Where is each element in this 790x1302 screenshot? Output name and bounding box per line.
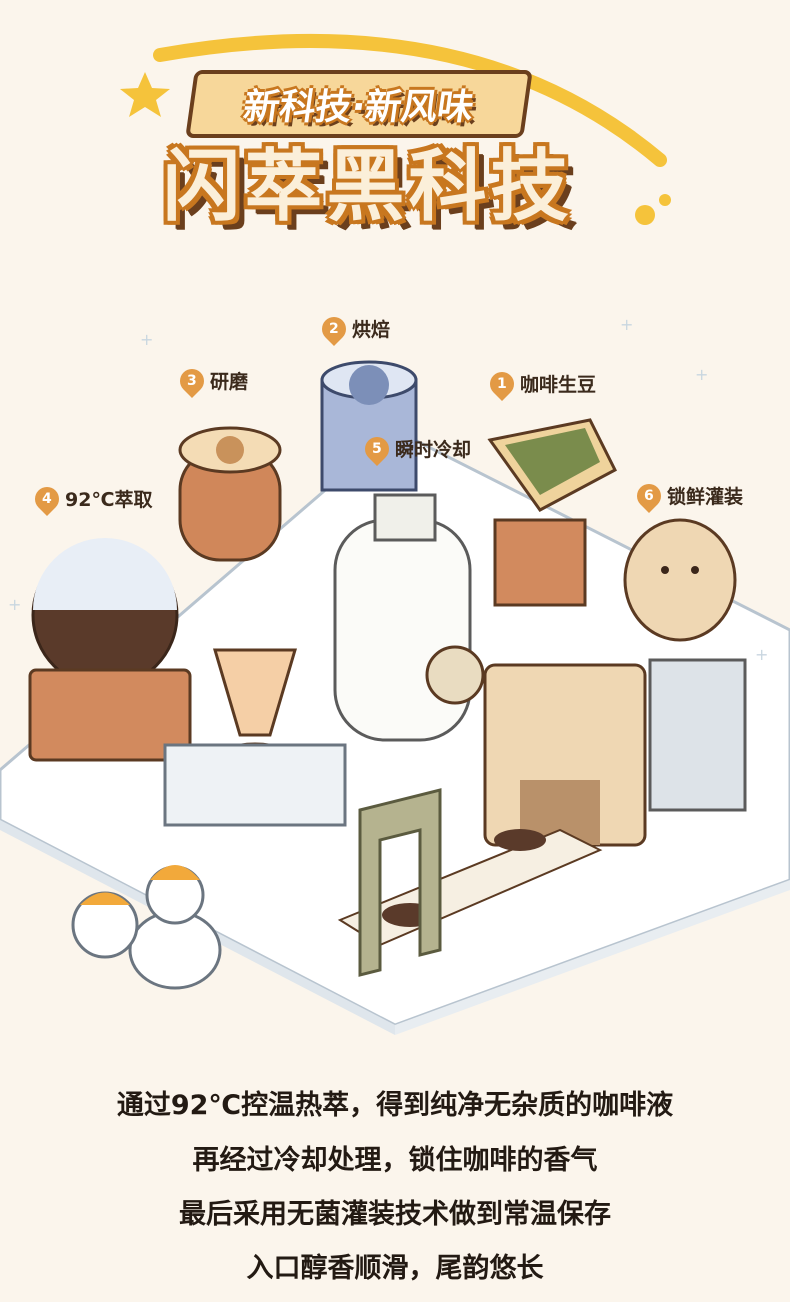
caption-line-2: 再经过冷却处理，锁住咖啡的香气 [192, 1145, 598, 1176]
cooling-tank [333, 493, 485, 742]
platform-edge [395, 880, 790, 1035]
page-title: 闪萃黑科技 [162, 142, 573, 232]
grinder-machine [178, 426, 282, 562]
step-badge: 1 [485, 366, 519, 401]
step-badge: 4 [30, 481, 64, 516]
sparkle-icon: + [695, 365, 708, 384]
step-label-green-beans: 1 咖啡生豆 [485, 366, 596, 401]
bean-hopper [487, 418, 617, 607]
dot-decoration [635, 205, 655, 225]
caption-line-1: 通过92℃控温热萃，得到纯净无杂质的咖啡液 [116, 1090, 674, 1121]
sparkle-icon: + [8, 595, 21, 614]
step-label-grind: 3 研磨 [175, 363, 248, 398]
extraction-globe [28, 538, 192, 762]
filling-machine [483, 658, 747, 847]
step-badge: 6 [632, 478, 666, 513]
step-badge: 5 [360, 431, 394, 466]
conveyor-belt [337, 788, 603, 977]
siphon-brewer [163, 648, 347, 827]
step-label-cooling: 5 瞬时冷却 [360, 431, 471, 466]
snowman-mascot [71, 865, 222, 990]
star-icon [120, 72, 170, 117]
step-badge: 3 [175, 363, 209, 398]
roaster-machine [320, 360, 418, 492]
sparkle-icon: + [140, 330, 153, 349]
step-label-roast: 2 烘焙 [317, 311, 390, 346]
step-label-filling: 6 锁鲜灌装 [632, 478, 743, 513]
sparkle-icon: + [755, 645, 768, 664]
caption-line-4: 入口醇香顺滑，尾韵悠长 [246, 1253, 544, 1284]
title-arc [153, 33, 667, 167]
step-badge: 2 [317, 311, 351, 346]
title-main-banner: 闪萃黑科技 [115, 125, 620, 235]
caption-line-3: 最后采用无菌灌装技术做到常温保存 [179, 1199, 611, 1230]
step-label-extraction: 4 92℃萃取 [30, 481, 152, 516]
title-subtitle: 新科技·新风味 [240, 87, 477, 128]
mascot-board [623, 518, 737, 642]
sparkle-icon: + [620, 315, 633, 334]
dot-decoration [659, 194, 671, 206]
